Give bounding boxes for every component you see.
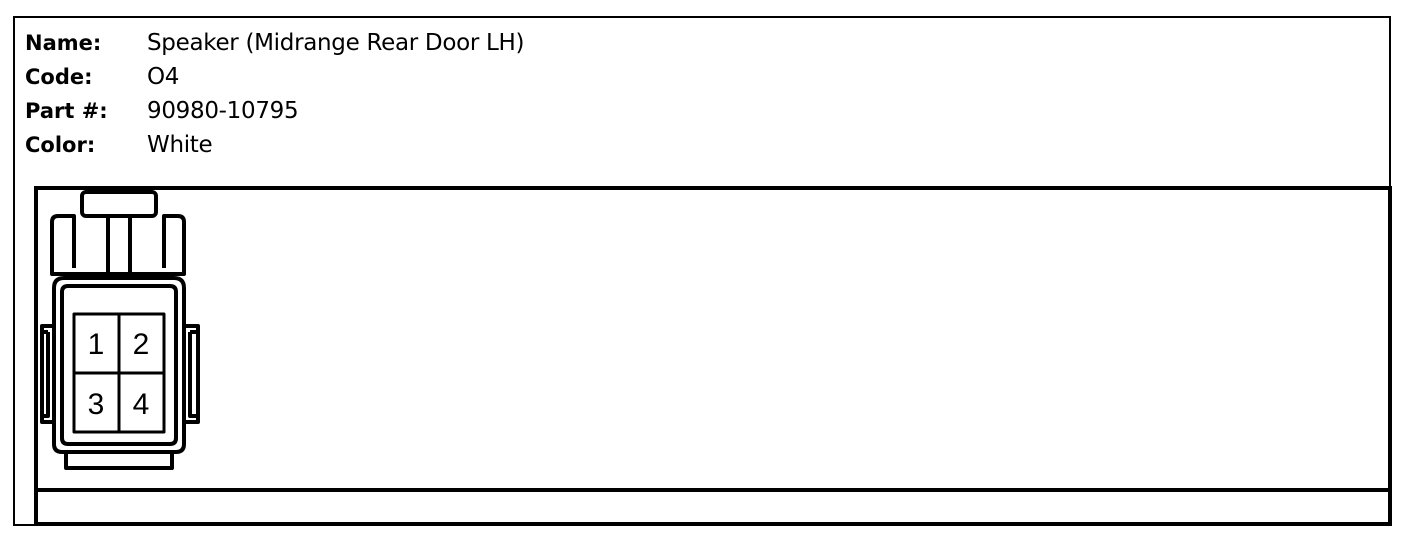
connector-left-arm — [50, 214, 132, 276]
connector-right-arm — [106, 214, 186, 276]
part-value: 90980-10795 — [147, 98, 299, 124]
color-value: White — [147, 132, 213, 158]
connector-left-tab — [40, 324, 54, 424]
diagram-frame — [34, 186, 1392, 526]
name-label: Name: — [25, 31, 102, 55]
connector-bottom-key — [64, 452, 174, 470]
code-label: Code: — [25, 65, 93, 89]
color-row: Color: White — [25, 128, 524, 162]
footer-divider — [34, 488, 1392, 492]
pin-2-label: 2 — [133, 328, 150, 361]
name-value: Speaker (Midrange Rear Door LH) — [147, 30, 525, 56]
part-label: Part #: — [25, 99, 108, 123]
connector-sheet — [13, 16, 1391, 526]
name-row: Name: Speaker (Midrange Rear Door LH) — [25, 26, 525, 60]
connector-face-drawing: 1 2 3 4 — [40, 190, 200, 470]
pin-4-label: 4 — [133, 388, 150, 421]
part-row: Part #: 90980-10795 — [25, 94, 524, 128]
connector-housing-outer — [52, 276, 186, 454]
connector-housing-inner — [60, 284, 178, 446]
pin-3-label: 3 — [88, 388, 105, 421]
connector-latch — [80, 190, 158, 218]
color-label: Color: — [25, 133, 96, 157]
code-value: O4 — [147, 64, 180, 90]
connector-right-tab — [184, 324, 200, 424]
connector-info: Name: Speaker (Midrange Rear Door LH) Cod… — [25, 26, 525, 162]
pin-1-label: 1 — [88, 328, 105, 361]
code-row: Code: O4 — [25, 60, 524, 94]
